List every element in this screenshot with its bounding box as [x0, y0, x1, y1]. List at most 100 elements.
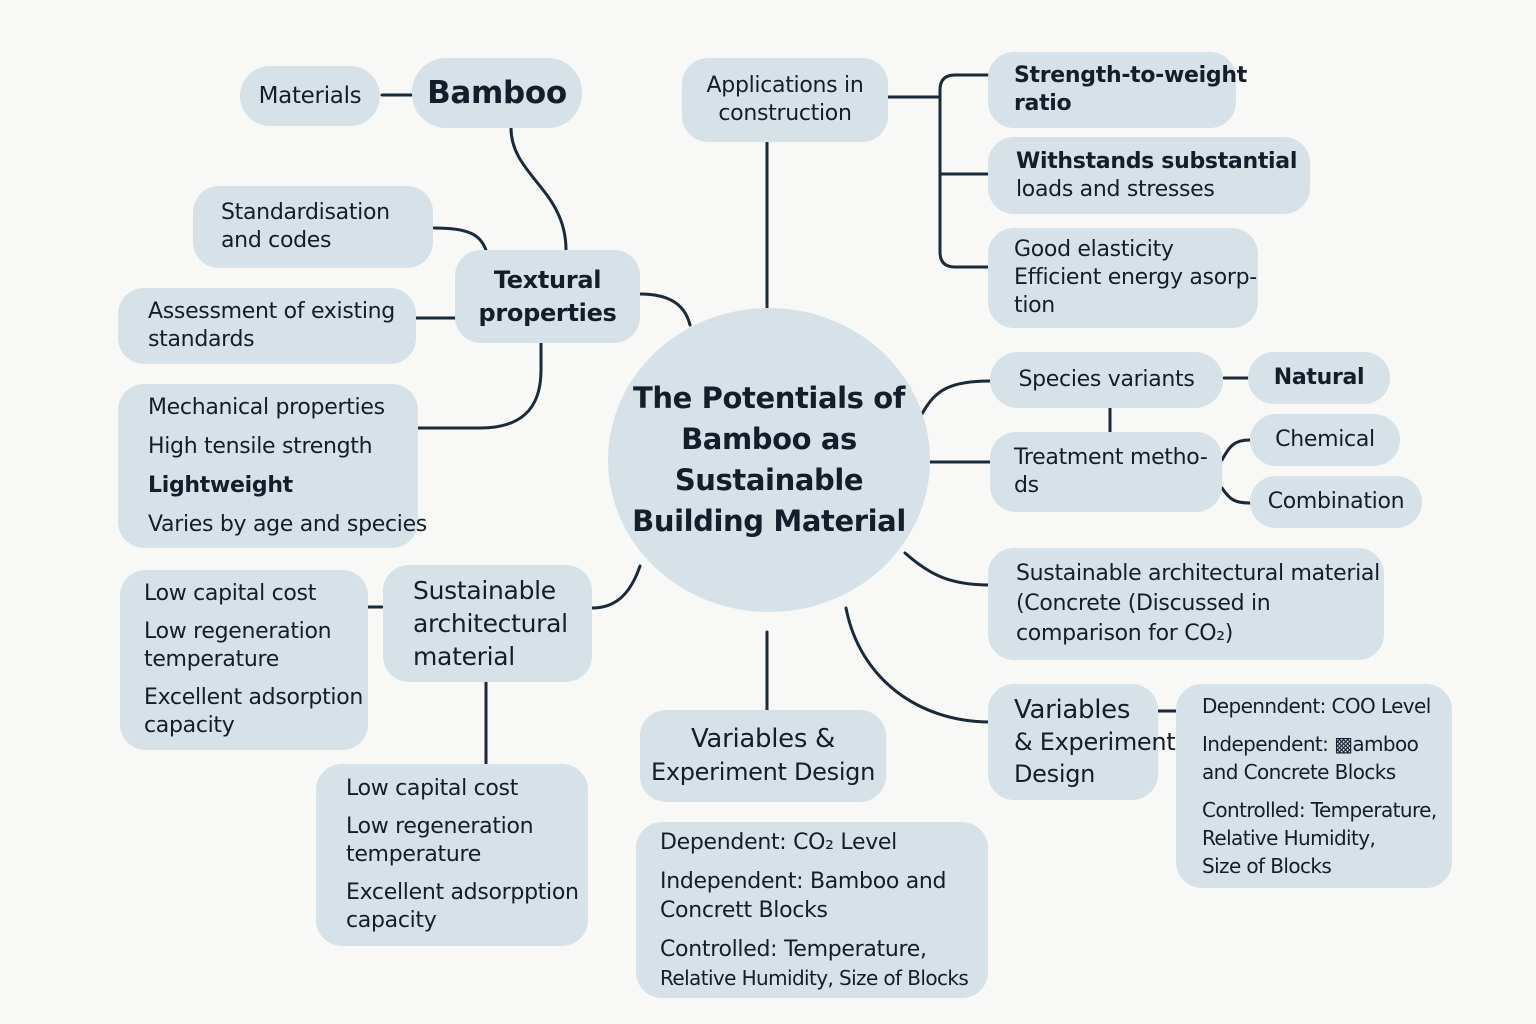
node-label: Chemical — [1275, 427, 1375, 452]
node-line: ds — [1014, 473, 1039, 498]
link-center-sustainable-right — [903, 551, 992, 587]
node-line: Mechanical properties — [148, 395, 385, 420]
node-label: Natural — [1273, 365, 1365, 390]
node-line: Low regeneration — [144, 619, 332, 644]
node-line: Independent: Bamboo and — [660, 868, 947, 894]
node-line: Controlled: Temperature, — [1202, 798, 1437, 822]
node-line: Assessment of existing — [148, 299, 395, 324]
node-line: Excellent adsorpption — [346, 880, 579, 905]
experiment-design-node-right: Depenndent: COO Level Independent: ▩ambo… — [1176, 684, 1452, 888]
cost-node-bottom: Low capital cost Low regeneration temper… — [316, 764, 588, 946]
combination-node: Combination — [1250, 476, 1422, 528]
node-line: temperature — [144, 647, 279, 672]
node-line: Relative Humidity, Size of Blocks — [660, 965, 969, 990]
node-line: and Concrete Blocks — [1202, 760, 1396, 784]
node-line: Low capital cost — [346, 776, 519, 801]
node-line: Standardisation — [221, 200, 390, 225]
link-textural-mechanical — [416, 341, 543, 430]
node-line: Variables & — [690, 724, 836, 754]
link-textural-center — [638, 292, 692, 327]
node-line: Excellent adsorption — [144, 685, 364, 710]
node-line: temperature — [346, 842, 481, 867]
link-treatment-combination — [1220, 486, 1252, 505]
node-line: Dependent: CO₂ Level — [660, 829, 897, 855]
central-topic: The Potentials of Bamboo as Sustainable … — [608, 308, 930, 612]
node-line: Low capital cost — [144, 581, 317, 606]
node-line: ratio — [1014, 91, 1072, 116]
node-line: Strength-to-weight — [1014, 63, 1247, 88]
center-line: Bamboo as — [681, 422, 857, 456]
mechanical-properties-node: Mechanical properties High tensile stren… — [118, 384, 427, 548]
node-line: architectural — [413, 609, 568, 638]
node-line: Experiment Design — [650, 758, 876, 786]
link-standardisation-textural — [432, 226, 488, 252]
node-line: Withstands substantial — [1016, 148, 1298, 174]
link-center-variables-right — [844, 606, 992, 724]
node-line: Size of Blocks — [1202, 854, 1332, 878]
node-line: comparison for CO₂) — [1016, 621, 1234, 646]
sustainable-material-node-left: Sustainable architectural material — [383, 565, 592, 682]
node-line: Applications in — [706, 73, 864, 98]
treatment-methods-node: Treatment metho- ds — [990, 432, 1222, 512]
node-line: Sustainable architectural material — [1016, 561, 1380, 586]
node-line: capacity — [144, 713, 235, 738]
experiment-design-node-bottom: Dependent: CO₂ Level Independent: Bamboo… — [636, 822, 988, 998]
variables-experiment-node-right: Variables & Experiment Design — [988, 684, 1176, 800]
strength-node: Strength-to-weight ratio — [988, 52, 1247, 128]
center-line: Sustainable — [674, 463, 864, 497]
node-line: properties — [478, 298, 617, 327]
node-line: Variables — [1014, 695, 1131, 725]
cost-node-left: Low capital cost Low regeneration temper… — [120, 570, 368, 750]
node-line: & Experiment — [1014, 728, 1176, 756]
node-line: Independent: ▩amboo — [1202, 732, 1419, 756]
node-line: Low regeneration — [346, 814, 534, 839]
standardisation-node: Standardisation and codes — [193, 186, 433, 268]
node-line: Good elasticity — [1014, 237, 1174, 262]
bamboo-node: Bamboo — [412, 58, 582, 128]
node-line: Controlled: Temperature, — [660, 936, 927, 962]
node-label: Materials — [258, 83, 362, 109]
node-line: capacity — [346, 908, 437, 933]
node-line: Textural — [493, 265, 602, 294]
node-line: Efficient energy asorp- — [1014, 265, 1257, 290]
node-line: Concrett Blocks — [660, 897, 828, 923]
node-label: Bamboo — [427, 75, 567, 111]
node-line: Depenndent: COO Level — [1202, 694, 1431, 718]
link-center-sustainable-left — [590, 564, 642, 610]
link-bamboo-textural — [509, 126, 568, 252]
node-line: High tensile strength — [148, 434, 373, 459]
natural-node: Natural — [1248, 352, 1390, 404]
center-line: The Potentials of — [633, 381, 905, 415]
link-center-species — [920, 379, 992, 416]
node-line: Relative Humidity, — [1202, 826, 1376, 850]
node-line: and codes — [221, 228, 332, 253]
center-line: Building Material — [632, 504, 906, 538]
species-variants-node: Species variants — [990, 352, 1223, 408]
applications-node: Applications in construction — [682, 58, 888, 142]
node-label: Species variants — [1018, 367, 1195, 392]
node-line: Treatment metho- — [1014, 445, 1208, 470]
textural-properties-node: Textural properties — [455, 250, 640, 343]
node-line: Varies by age and species — [148, 512, 427, 537]
node-line: tion — [1014, 293, 1055, 318]
node-label: Combination — [1267, 489, 1405, 514]
sustainable-material-node-right: Sustainable architectural material (Conc… — [988, 548, 1384, 660]
node-line: Lightweight — [148, 473, 293, 498]
node-line: material — [413, 642, 515, 671]
node-line: standards — [148, 327, 255, 352]
assessment-node: Assessment of existing standards — [118, 288, 416, 364]
materials-node: Materials — [240, 66, 380, 126]
chemical-node: Chemical — [1250, 414, 1400, 466]
node-line: Design — [1014, 760, 1096, 788]
elasticity-node: Good elasticity Efficient energy asorp- … — [988, 228, 1258, 328]
node-line: Sustainable — [413, 576, 556, 605]
node-line: (Concrete (Discussed in — [1016, 591, 1271, 616]
variables-experiment-node-bottom: Variables & Experiment Design — [640, 710, 886, 802]
link-branch-trunk — [938, 73, 990, 269]
node-line: loads and stresses — [1016, 176, 1215, 202]
node-line: construction — [718, 101, 852, 126]
withstands-node: Withstands substantial loads and stresse… — [988, 137, 1310, 214]
link-treatment-chemical — [1220, 438, 1252, 462]
